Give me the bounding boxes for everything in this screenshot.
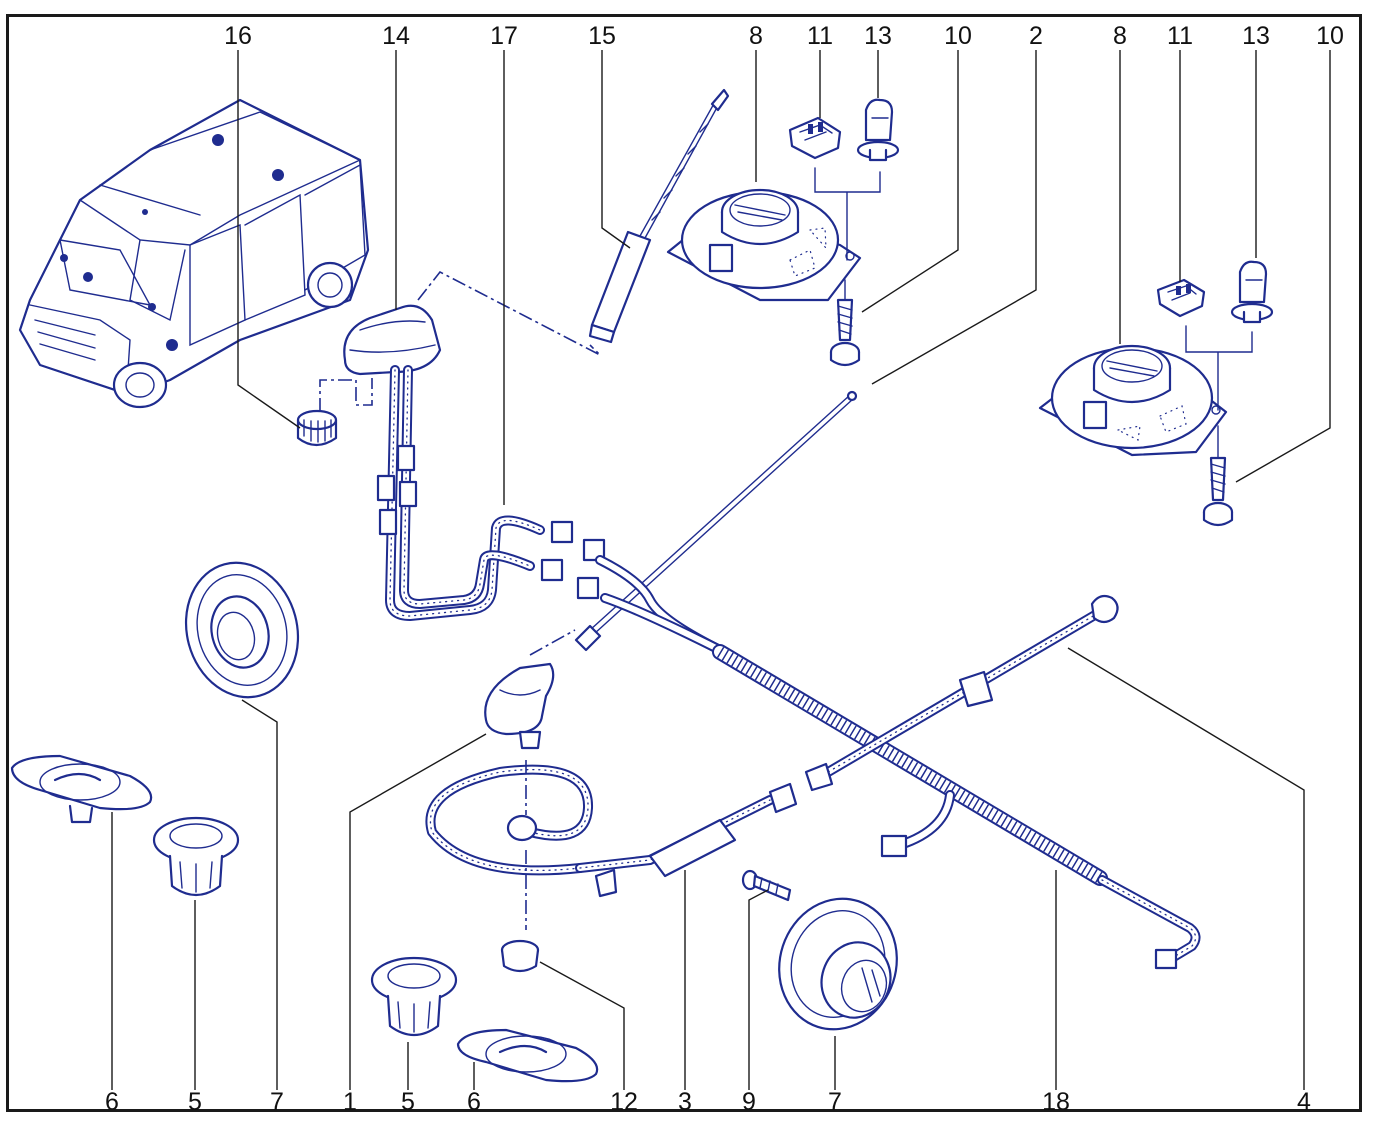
antenna-housing-part-1 <box>484 629 576 750</box>
speaker-part-8-right <box>1038 344 1228 457</box>
callout-top-13b: 13 <box>1242 22 1270 50</box>
callout-top-10b: 10 <box>1316 22 1344 50</box>
cable-loop-part-3 <box>425 760 798 930</box>
antenna-rod-part-2 <box>574 390 858 652</box>
callout-top-17: 17 <box>490 22 518 50</box>
callout-bottom-3: 3 <box>678 1088 692 1116</box>
harness-part-17 <box>376 365 606 621</box>
callout-bottom-12: 12 <box>610 1088 638 1116</box>
callout-top-8: 8 <box>749 22 763 50</box>
callout-bottom-9: 9 <box>742 1088 756 1116</box>
speaker-part-7-lower <box>778 897 898 1031</box>
leader-lines <box>111 50 1331 1090</box>
roof-antenna-base-part-14 <box>343 270 601 376</box>
callout-top-11b: 11 <box>1167 22 1193 50</box>
bracket-upper <box>814 167 881 261</box>
screw-part-10-right <box>1202 425 1234 527</box>
callout-top-13: 13 <box>864 22 892 50</box>
callouts-top: 16 14 17 15 8 11 13 10 2 8 11 13 10 <box>224 22 1344 50</box>
speaker-part-5-left <box>152 816 240 897</box>
plug-part-13-upper <box>856 98 900 162</box>
screw-part-10-upper <box>829 279 861 367</box>
nut-part-16 <box>296 378 373 447</box>
grommet-part-12 <box>500 939 540 973</box>
clip-part-11-right <box>1156 278 1206 318</box>
callout-top-10: 10 <box>944 22 972 50</box>
callout-top-16: 16 <box>224 22 252 50</box>
coax-cable-part-4 <box>804 594 1119 792</box>
callout-bottom-4: 4 <box>1297 1088 1311 1116</box>
callout-bottom-6: 6 <box>105 1088 119 1116</box>
speaker-part-8-upper <box>666 188 862 302</box>
callout-top-11: 11 <box>807 22 833 50</box>
speaker-part-7-left <box>184 561 300 699</box>
callout-top-15: 15 <box>588 22 616 50</box>
callout-bottom-7b: 7 <box>828 1088 842 1116</box>
clip-part-11-upper <box>788 116 842 160</box>
callout-top-14: 14 <box>382 22 410 50</box>
callout-bottom-1: 1 <box>343 1088 357 1116</box>
callout-bottom-6b: 6 <box>467 1088 481 1116</box>
speaker-part-5-lower <box>370 956 458 1037</box>
tweeter-part-6-lower <box>456 1028 599 1083</box>
van-illustration <box>18 98 370 409</box>
callouts-bottom: 6 5 7 1 5 6 12 3 9 7 18 4 <box>105 1088 1311 1116</box>
callout-top-2: 2 <box>1029 22 1043 50</box>
callout-bottom-5b: 5 <box>401 1088 415 1116</box>
whip-antenna-part-15 <box>588 88 730 344</box>
plug-part-13-right <box>1230 260 1274 324</box>
callout-bottom-5: 5 <box>188 1088 202 1116</box>
callout-bottom-7: 7 <box>270 1088 284 1116</box>
conduit-part-18 <box>595 555 1201 970</box>
tweeter-part-6-left <box>10 754 153 824</box>
bracket-right <box>1185 325 1253 411</box>
callout-top-8b: 8 <box>1113 22 1127 50</box>
callout-bottom-18: 18 <box>1042 1088 1070 1116</box>
screw-part-9 <box>741 869 792 902</box>
